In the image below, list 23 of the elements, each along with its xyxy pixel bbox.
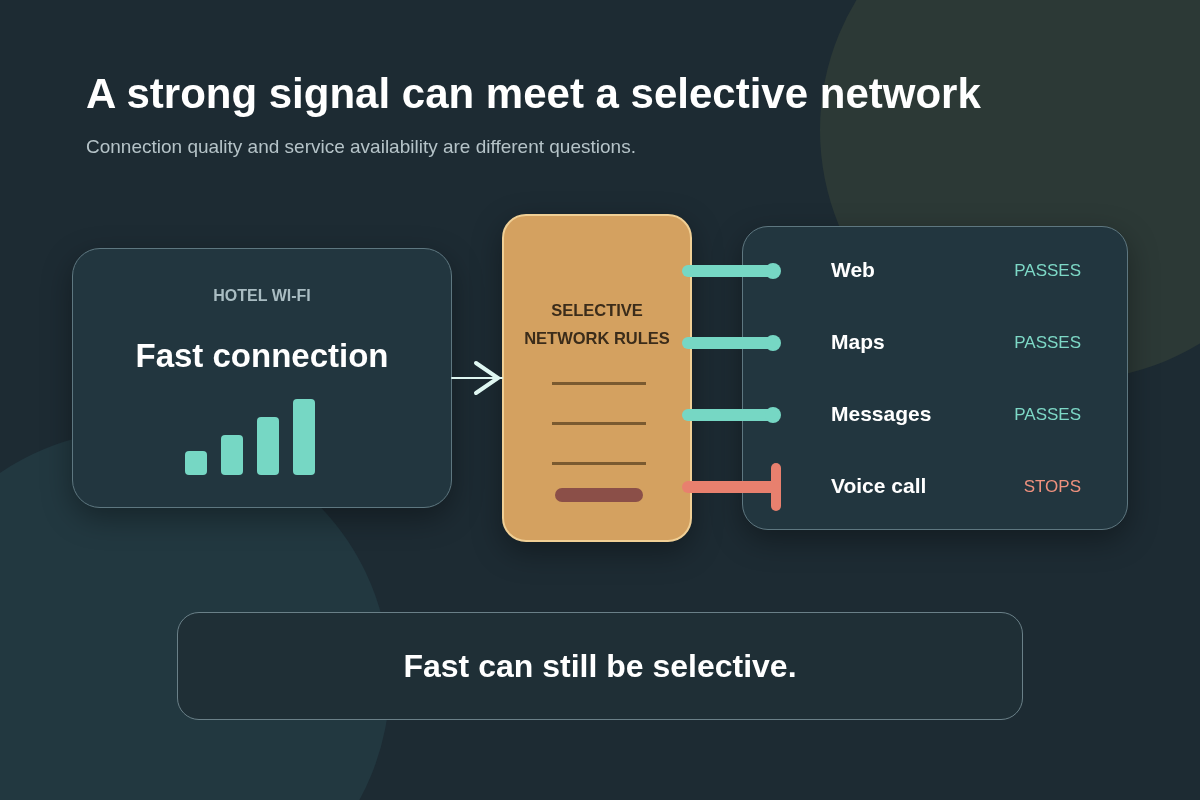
service-name: Voice call (831, 474, 927, 498)
service-name: Web (831, 258, 875, 282)
status-label: PASSES (1014, 405, 1081, 425)
service-name: Maps (831, 330, 885, 354)
card-heading: Fast connection (134, 337, 390, 375)
status-label: PASSES (1014, 333, 1081, 353)
message-box (177, 612, 1023, 720)
status-label: STOPS (1023, 477, 1081, 497)
service-name: Messages (831, 402, 932, 426)
chevron-arrow (451, 361, 503, 395)
status-label: PASSES (1014, 261, 1081, 281)
pass-connector (682, 407, 781, 423)
title: A strong signal can meet a selective network (86, 70, 981, 118)
card-label: HOTEL WI-FI (212, 287, 312, 305)
services-panel (742, 226, 1128, 530)
blocked-connector (682, 463, 781, 511)
network-card (72, 248, 452, 508)
filter-box (502, 214, 692, 542)
pass-connector (682, 263, 781, 279)
subtitle: Connection quality and service availability are different questions. (86, 136, 636, 158)
pass-connector (682, 335, 781, 351)
box-label: SELECTIVE NETWORK RULES (523, 300, 671, 349)
conclusion-text: Fast can still be selective. (402, 648, 798, 685)
